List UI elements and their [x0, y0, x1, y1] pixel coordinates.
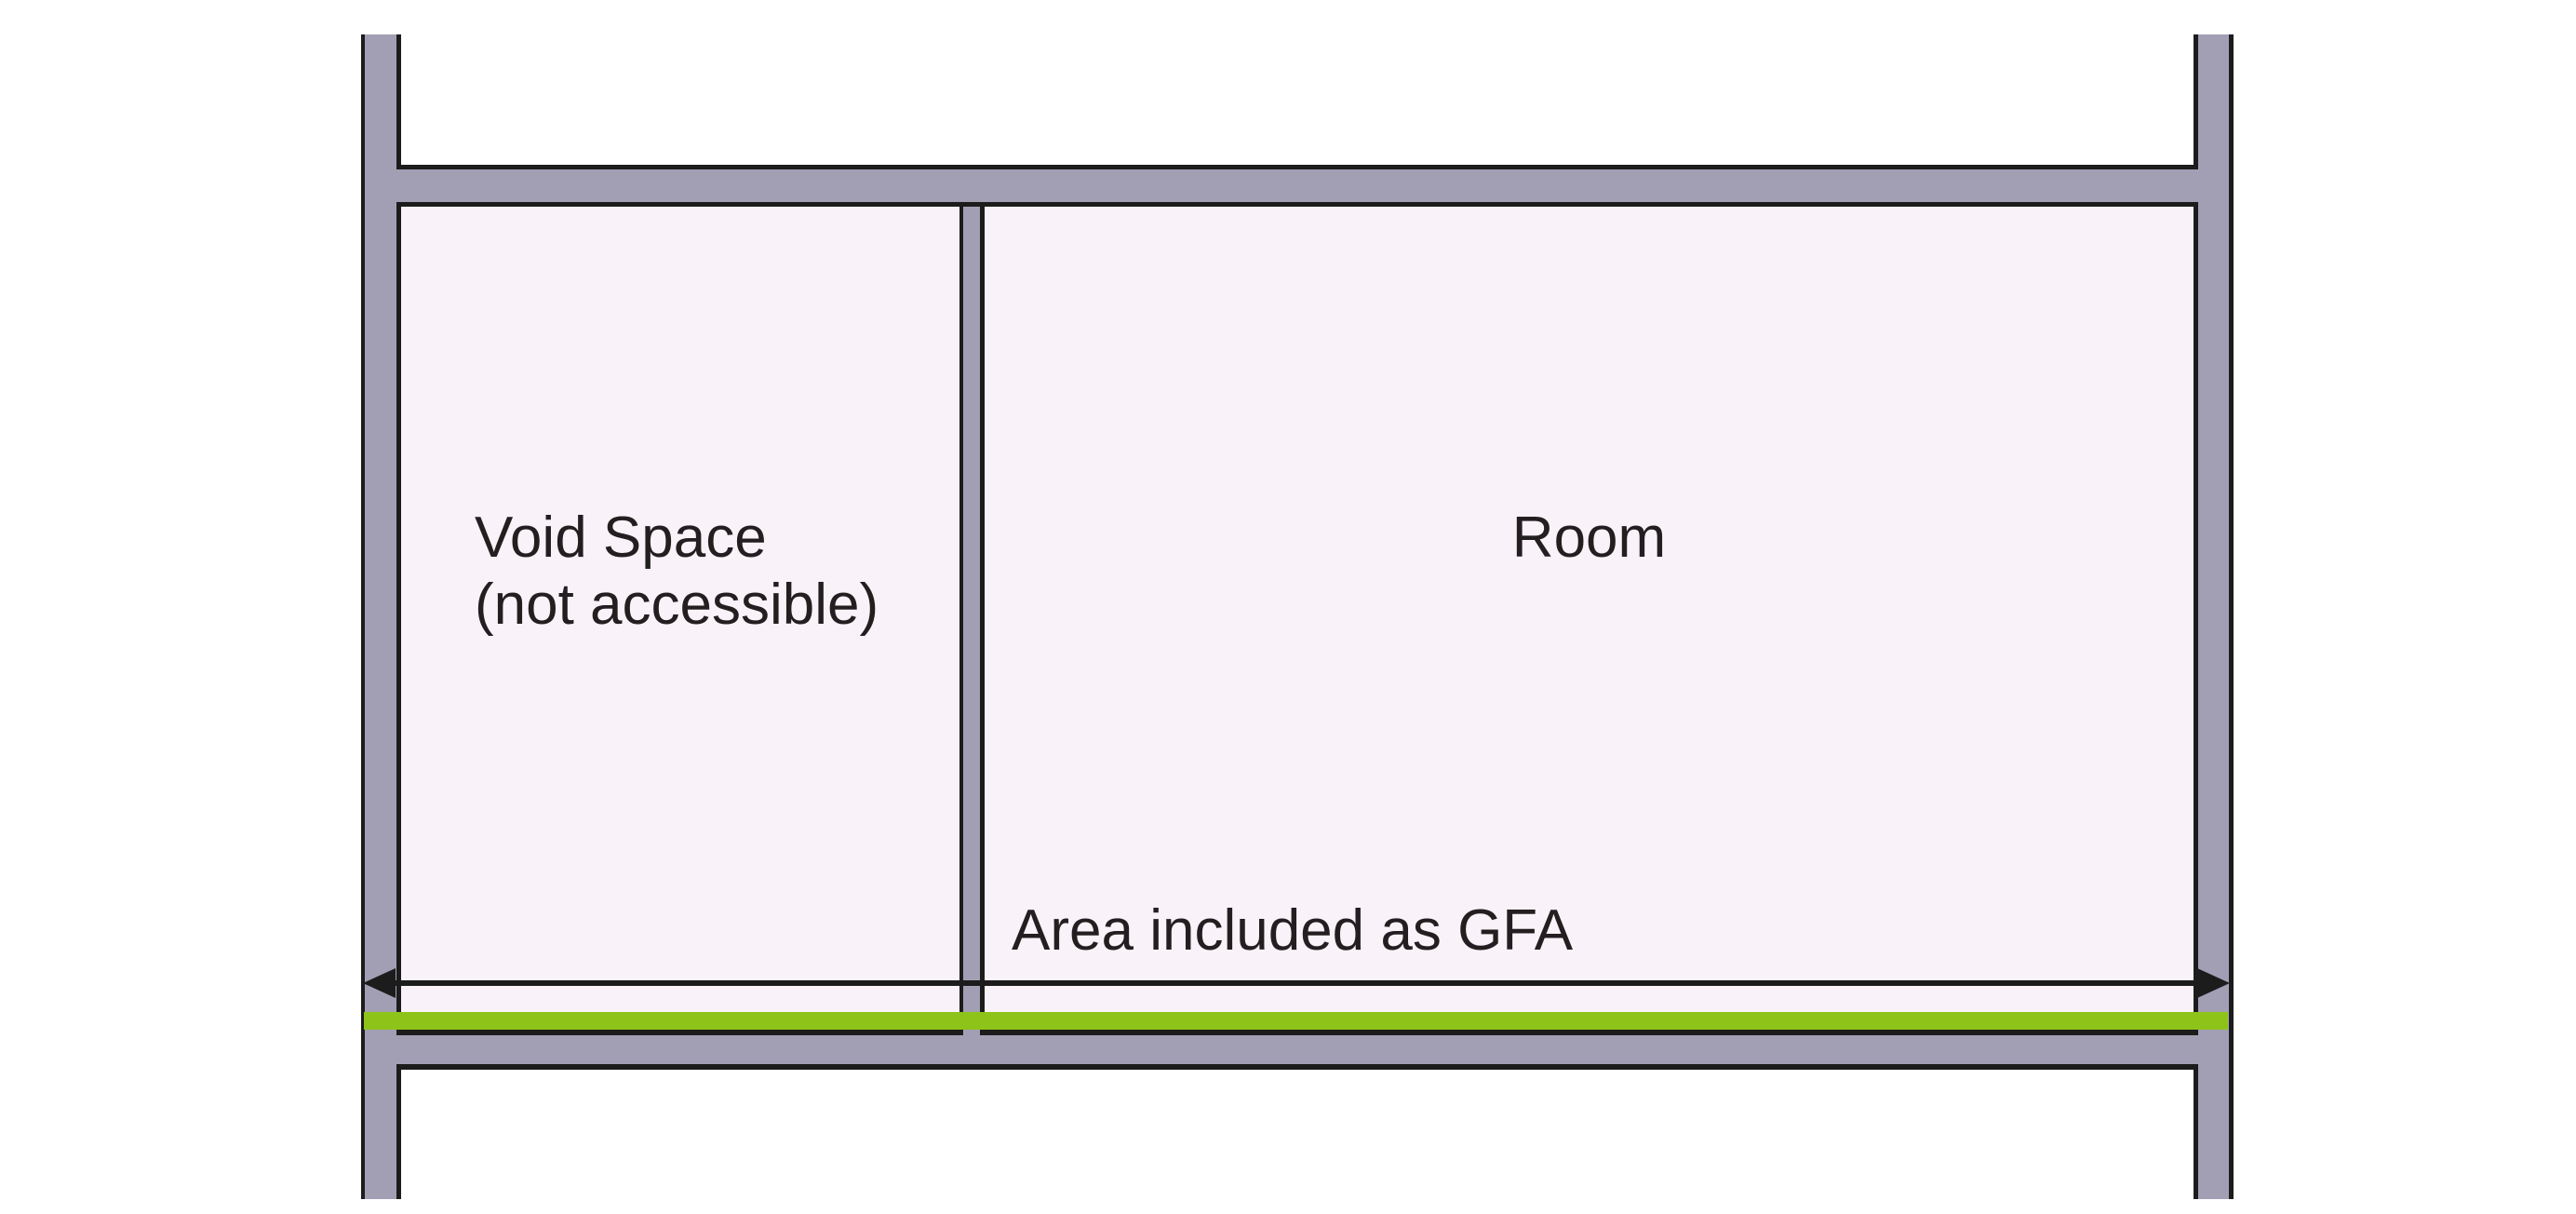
interior-partition-wall — [959, 207, 985, 1035]
void-space-room — [401, 207, 959, 1035]
void-space-label-line2: (not accessible) — [475, 573, 879, 637]
void-space-label-line1: Void Space — [475, 506, 767, 570]
void-space-label: Void Space (not accessible) — [475, 505, 879, 639]
left-wall — [361, 34, 401, 1199]
gfa-highlight-line — [364, 1012, 2228, 1030]
bottom-wall — [396, 1030, 2198, 1070]
room-label: Room — [1511, 506, 1667, 570]
top-wall — [396, 165, 2198, 207]
gfa-area-label: Area included as GFA — [1012, 898, 1574, 963]
right-wall — [2194, 34, 2234, 1199]
main-room — [985, 207, 2194, 1035]
